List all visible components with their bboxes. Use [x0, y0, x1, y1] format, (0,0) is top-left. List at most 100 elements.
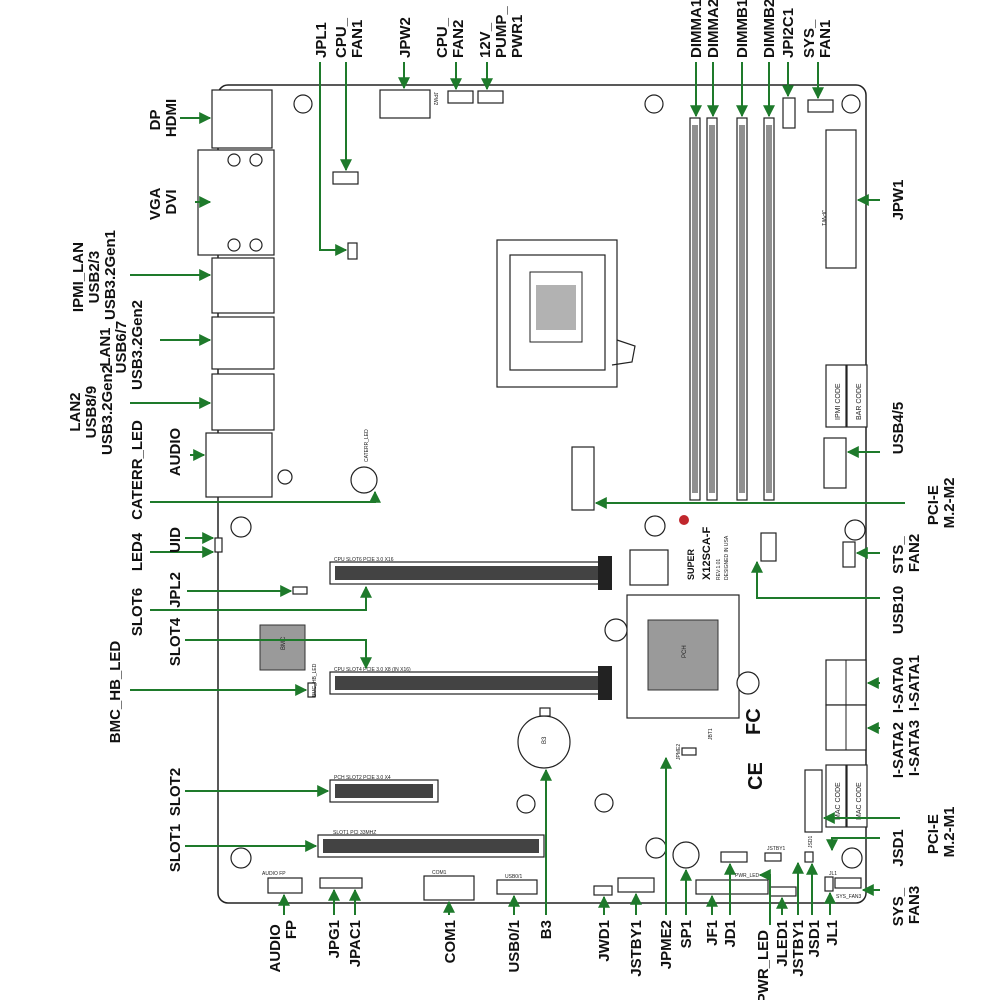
callout-usb45: USB4/5	[890, 402, 907, 455]
bmc-hb-silk: BMC_HB_LED	[312, 663, 318, 697]
jled1-header	[769, 886, 797, 897]
callout-audio: AUDIO	[167, 428, 184, 477]
slot1-silk: SLOT1 PCI 33MHZ	[333, 830, 376, 836]
uid-led4	[214, 537, 223, 553]
callout-vga: VGA	[147, 187, 164, 220]
callout-usb32gen2-a: USB3.2Gen2	[129, 300, 146, 390]
callout-pump-c: PWR1	[509, 15, 526, 58]
callout-dimma1: DIMMA1	[688, 0, 705, 58]
svg-text:DP HDMI: DP HDMI	[147, 99, 180, 137]
ipmi-code-text: IPMI CODE	[835, 383, 842, 420]
callout-jstby1-b: JSTBY1	[790, 920, 807, 977]
svg-text:SYS_ FAN3: SYS_ FAN3	[890, 884, 923, 927]
caterr-led-hole	[350, 466, 378, 494]
jbt1-silk: JBT1	[708, 728, 714, 740]
jsd1-header	[804, 851, 814, 863]
callout-hdmi: HDMI	[163, 99, 180, 137]
bmc-text: BMC	[281, 636, 287, 650]
right-callouts: JPW1 USB4/5 PCI-E M.2-M2 STS_ FAN2 USB10…	[890, 180, 958, 927]
callout-jpw2: JPW2	[397, 17, 414, 58]
caterr-silk: CATERR_LED	[364, 429, 370, 462]
callout-audio-fp-b: FP	[283, 920, 300, 939]
ce-mark: CE	[745, 762, 767, 790]
callout-m2-m1: M.2-M1	[941, 807, 958, 858]
pci-slot1	[317, 834, 545, 858]
svg-text:I-SATA2 I-SATA3: I-SATA2 I-SATA3	[890, 718, 923, 778]
callout-jpme2: JPME2	[658, 920, 675, 969]
jpw2-connector	[379, 89, 431, 119]
audio-fp-silk: AUDIO FP	[262, 871, 286, 877]
pch-chip	[647, 619, 719, 691]
callout-ipmi-lan: IPMI_LAN	[70, 242, 87, 312]
pwr-led-silk: PWR_LED	[735, 873, 760, 879]
audio-fp-header	[267, 877, 303, 894]
mac-code-2: MAC CODE	[856, 782, 863, 820]
mac-code-1: MAC CODE	[835, 782, 842, 820]
callout-jsd1-bottom: JSD1	[806, 920, 823, 958]
brand-dot	[679, 515, 689, 525]
callout-arrows	[130, 62, 905, 925]
mount-holes	[230, 94, 866, 869]
audio-jack	[205, 432, 273, 498]
pump-pwr-header	[477, 90, 504, 104]
jpw1-connector	[825, 129, 857, 269]
callout-usb67: USB6/7	[113, 321, 130, 374]
callout-sys-fan1-b: FAN1	[817, 20, 834, 58]
sts-fan2-header	[842, 541, 856, 568]
callout-jl1: JL1	[824, 920, 841, 946]
jpl1-jumper	[347, 242, 358, 260]
callout-pwr-led: PWR_LED	[755, 930, 772, 1000]
callout-m2-m2: M.2-M2	[941, 478, 958, 529]
jwd1-header	[593, 885, 613, 896]
dp-hdmi-port	[211, 89, 273, 149]
battery-text: B3	[542, 736, 548, 744]
ipmi-lan-port	[211, 257, 275, 314]
callout-pcie-m2a: PCI-E	[925, 485, 942, 525]
callout-lan1: LAN1	[97, 328, 114, 367]
callout-isata2: I-SATA2	[890, 722, 907, 778]
svg-text:SYS_ FAN1: SYS_ FAN1	[801, 15, 834, 58]
callout-usb32gen1: USB3.2Gen1	[102, 230, 119, 320]
callout-dvi: DVI	[163, 189, 180, 214]
callout-jpg1: JPG1	[326, 920, 343, 958]
model-text: X12SCA-F	[701, 527, 713, 580]
callout-usb10: USB10	[890, 586, 907, 634]
bmc-hb-led	[307, 682, 316, 698]
callout-isata0: I-SATA0	[890, 657, 907, 713]
cpu-socket	[496, 239, 636, 388]
callout-jpac1: JPAC1	[347, 920, 364, 967]
callout-jwd1: JWD1	[596, 920, 613, 962]
callout-usb23: USB2/3	[86, 251, 103, 304]
callout-cpu-fan1-b: FAN1	[349, 20, 366, 58]
usb01-header	[496, 879, 538, 895]
jd1-header	[720, 851, 748, 863]
callout-dimmb1: DIMMB1	[734, 0, 751, 58]
usb45-header	[823, 437, 847, 489]
slot4-silk: CPU SLOT4 PCIE 3.0 X8 (IN X16)	[334, 667, 411, 673]
callout-caterr-led: CATERR_LED	[129, 420, 146, 520]
callout-usb01: USB0/1	[506, 920, 523, 973]
callout-jf1: JF1	[704, 920, 721, 946]
sys-fan3-silk: SYS_FAN3	[836, 894, 862, 900]
callout-usb32gen2-b: USB3.2Gen2	[99, 365, 116, 455]
callout-isata3: I-SATA3	[906, 720, 923, 776]
callout-slot1: SLOT1	[167, 824, 184, 872]
dimm-slots	[689, 117, 775, 501]
callout-jpl2: JPL2	[167, 572, 184, 608]
svg-text:CPU_ FAN2: CPU_ FAN2	[434, 14, 467, 58]
jf1-header	[695, 879, 769, 895]
callout-dp: DP	[147, 110, 164, 131]
pcie-slot2	[329, 779, 439, 803]
callout-pump-a: 12V_	[477, 22, 494, 58]
callout-jpl1: JPL1	[313, 22, 330, 58]
callout-slot6: SLOT6	[129, 588, 146, 636]
jl1-header	[824, 876, 834, 892]
lan1-port	[211, 316, 275, 370]
com1-header	[423, 875, 475, 901]
svg-text:IPMI_LAN USB2/3 US: IPMI_LAN USB2/3 USB3.2Gen1	[70, 230, 119, 320]
callout-isata1: I-SATA1	[906, 655, 923, 711]
callout-jsd1-right: JSD1	[890, 829, 907, 867]
jpw1-silk: JPW1	[820, 210, 826, 227]
svg-text:AUDIO FP: AUDIO FP	[267, 920, 300, 973]
callout-b3: B3	[538, 920, 555, 939]
